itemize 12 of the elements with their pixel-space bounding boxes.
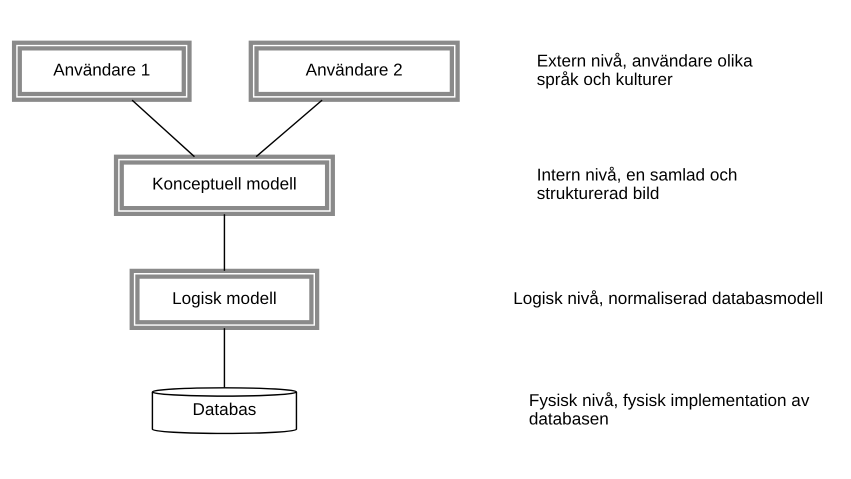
connector [256, 100, 323, 158]
connector [224, 214, 226, 271]
label: Intern nivå, en samlad och strukturerad bild [536, 165, 738, 203]
label: Fysisk nivå, fysisk implementation av databasen [528, 390, 810, 428]
connector [224, 328, 226, 388]
node-box: Logisk modell [130, 268, 320, 330]
node-box: Konceptuell modell [114, 154, 335, 216]
connector [132, 100, 195, 158]
node-box: Användare 1 [12, 40, 192, 102]
label: Extern nivå, användare olika språk och kulturer [536, 51, 753, 89]
label: Logisk nivå, normaliserad databasmodell [513, 288, 824, 308]
node-box: Användare 2 [248, 40, 460, 102]
